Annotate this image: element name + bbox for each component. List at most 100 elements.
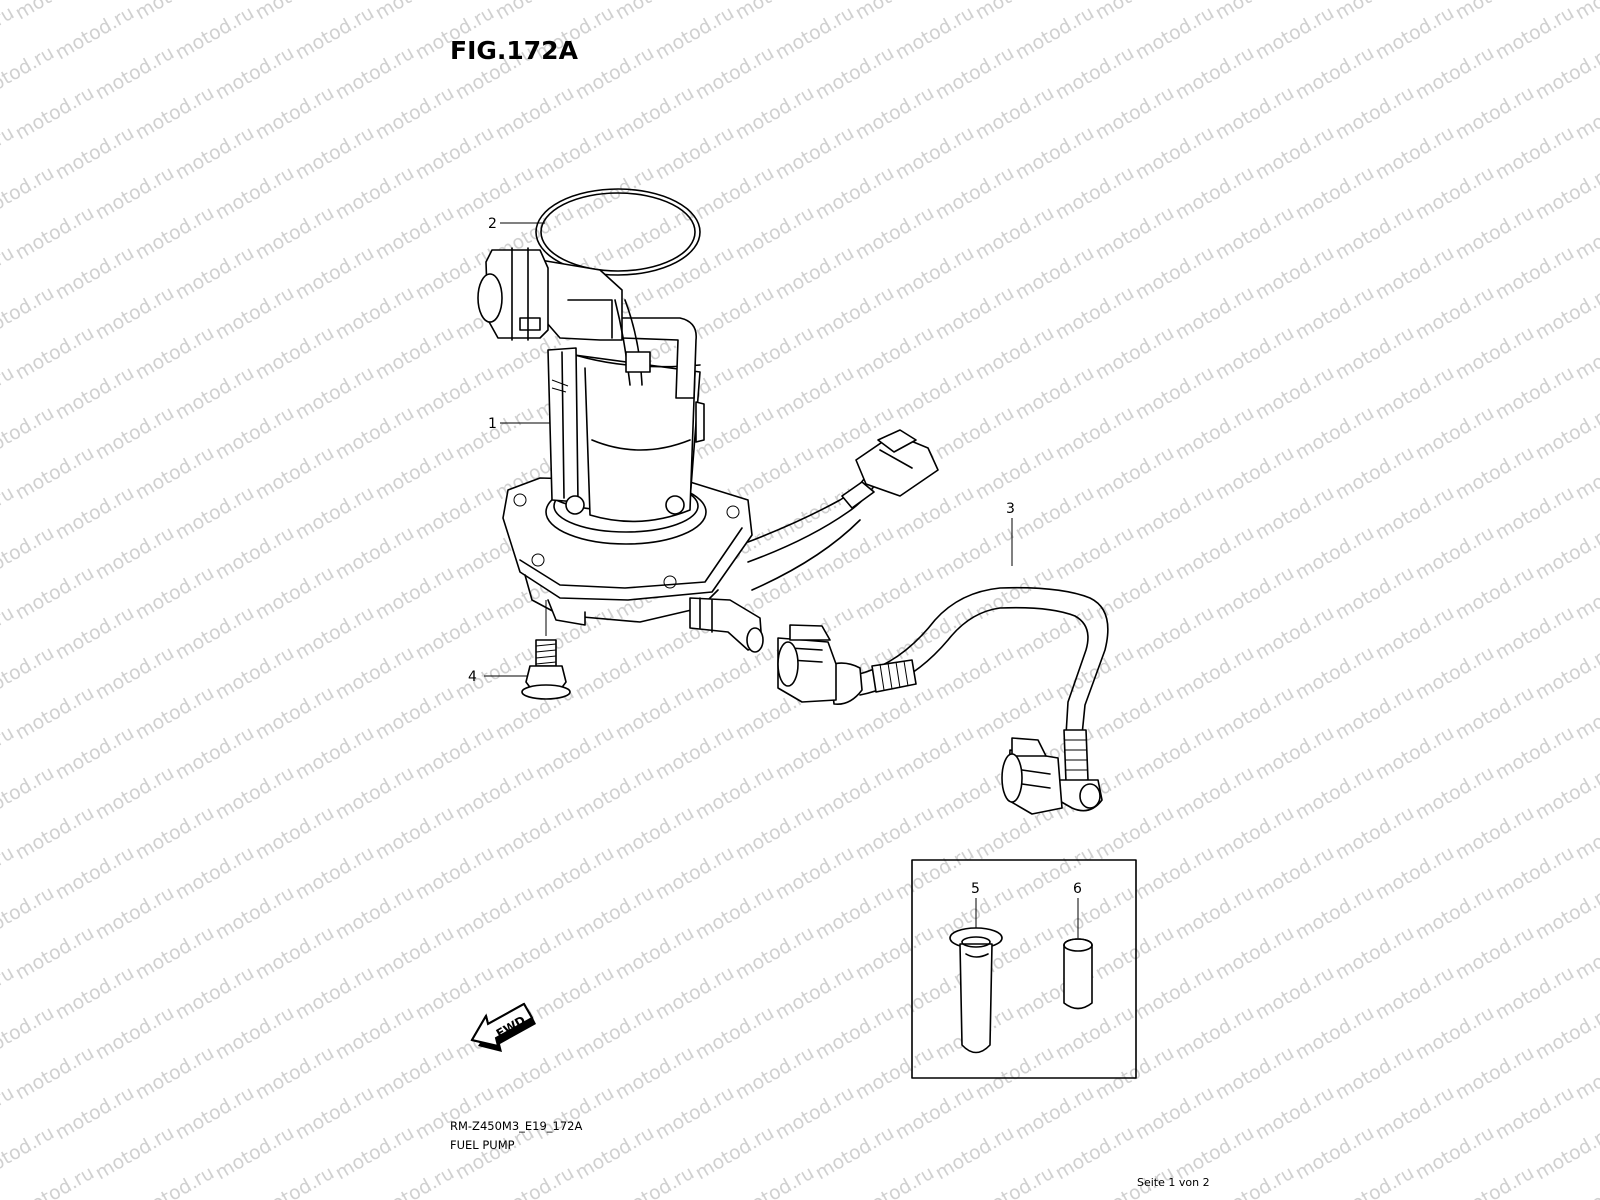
watermark-text: motod.ru bbox=[532, 122, 618, 185]
watermark-text: motod.ru bbox=[692, 882, 778, 945]
watermark-text: motod.ru bbox=[1012, 122, 1098, 185]
diagram-code: RM-Z450M3_E19_172A bbox=[450, 1119, 583, 1133]
watermark-text: motod.ru bbox=[132, 1042, 218, 1105]
watermark-text: motod.ru bbox=[92, 162, 178, 225]
part-4-bolt[interactable] bbox=[521, 639, 571, 700]
watermark-text: motod.ru bbox=[1132, 1082, 1218, 1145]
watermark-text: motod.ru bbox=[1212, 922, 1298, 985]
watermark-text: motod.ru bbox=[1252, 1082, 1338, 1145]
watermark-text: motod.ru bbox=[212, 402, 298, 465]
watermark-text: motod.ru bbox=[332, 162, 418, 225]
watermark-text: motod.ru bbox=[1212, 0, 1298, 24]
watermark-text: motod.ru bbox=[1092, 922, 1178, 985]
watermark-text: motod.ru bbox=[412, 1082, 498, 1145]
watermark-text: motod.ru bbox=[212, 522, 298, 585]
watermark-text: motod.ru bbox=[1572, 322, 1600, 385]
watermark-text: motod.ru bbox=[972, 1042, 1058, 1105]
watermark-text: motod.ru bbox=[52, 482, 138, 545]
watermark-text: motod.ru bbox=[252, 802, 338, 865]
watermark-text: motod.ru bbox=[452, 162, 538, 225]
watermark-text: motod.ru bbox=[1252, 602, 1338, 665]
watermark-text: motod.ru bbox=[1132, 482, 1218, 545]
watermark-text: motod.ru bbox=[612, 202, 698, 265]
watermark-text: motod.ru bbox=[1572, 82, 1600, 145]
watermark-text: motod.ru bbox=[772, 2, 858, 65]
watermark-text: motod.ru bbox=[1092, 562, 1178, 625]
part-6-plug[interactable] bbox=[1063, 938, 1093, 1010]
watermark-text: motod.ru bbox=[132, 802, 218, 865]
watermark-text: motod.ru bbox=[12, 442, 98, 505]
watermark-text: motod.ru bbox=[732, 442, 818, 505]
part-2-o-ring[interactable] bbox=[535, 188, 701, 276]
watermark-text: motod.ru bbox=[172, 722, 258, 785]
watermark-text: motod.ru bbox=[0, 42, 58, 105]
watermark-text: motod.ru bbox=[532, 962, 618, 1025]
watermark-text: motod.ru bbox=[932, 402, 1018, 465]
watermark-text: motod.ru bbox=[132, 562, 218, 625]
watermark-text: motod.ru bbox=[1052, 522, 1138, 585]
watermark-text: motod.ru bbox=[1132, 842, 1218, 905]
watermark-text: motod.ru bbox=[332, 42, 418, 105]
part-5-collar[interactable] bbox=[949, 927, 1003, 1054]
watermark-text: motod.ru bbox=[1532, 882, 1600, 945]
watermark-text: motod.ru bbox=[852, 1162, 938, 1200]
watermark-text: motod.ru bbox=[52, 602, 138, 665]
watermark-text: motod.ru bbox=[1532, 522, 1600, 585]
watermark-text: motod.ru bbox=[132, 442, 218, 505]
watermark-text: motod.ru bbox=[212, 882, 298, 945]
watermark-text: motod.ru bbox=[852, 82, 938, 145]
watermark-text: motod.ru bbox=[1372, 362, 1458, 425]
watermark-text: motod.ru bbox=[1492, 962, 1578, 1025]
watermark-text: motod.ru bbox=[852, 202, 938, 265]
watermark-text: motod.ru bbox=[692, 762, 778, 825]
part-3-fuel-hose[interactable] bbox=[777, 586, 1109, 815]
watermark-text: motod.ru bbox=[1172, 642, 1258, 705]
watermark-text: motod.ru bbox=[1572, 922, 1600, 985]
watermark-text: motod.ru bbox=[1412, 162, 1498, 225]
watermark-text: motod.ru bbox=[92, 522, 178, 585]
part-1-fuel-pump-assembly[interactable] bbox=[477, 247, 939, 653]
watermark-text: motod.ru bbox=[1452, 82, 1538, 145]
watermark-text: motod.ru bbox=[252, 442, 338, 505]
watermark-text: motod.ru bbox=[452, 882, 538, 945]
watermark-text: motod.ru bbox=[892, 1082, 978, 1145]
watermark-text: motod.ru bbox=[52, 842, 138, 905]
watermark-text: motod.ru bbox=[292, 2, 378, 65]
watermark-text: motod.ru bbox=[0, 1122, 58, 1185]
watermark-text: motod.ru bbox=[812, 42, 898, 105]
watermark-text: motod.ru bbox=[372, 442, 458, 505]
watermark-text: motod.ru bbox=[252, 82, 338, 145]
watermark-text: motod.ru bbox=[1132, 962, 1218, 1025]
watermark-text: motod.ru bbox=[692, 282, 778, 345]
watermark-text: motod.ru bbox=[812, 762, 898, 825]
watermark-text: motod.ru bbox=[1412, 642, 1498, 705]
watermark-text: motod.ru bbox=[1532, 162, 1600, 225]
watermark-text: motod.ru bbox=[892, 722, 978, 785]
watermark-text: motod.ru bbox=[412, 362, 498, 425]
watermark-text: motod.ru bbox=[1492, 722, 1578, 785]
watermark-text: motod.ru bbox=[0, 1002, 58, 1065]
watermark-text: motod.ru bbox=[1092, 322, 1178, 385]
watermark-text: motod.ru bbox=[172, 362, 258, 425]
watermark-text: motod.ru bbox=[732, 322, 818, 385]
watermark-text: motod.ru bbox=[12, 0, 98, 24]
watermark-text: motod.ru bbox=[92, 282, 178, 345]
watermark-text: motod.ru bbox=[1372, 842, 1458, 905]
watermark-text: motod.ru bbox=[1172, 402, 1258, 465]
watermark-text: motod.ru bbox=[1252, 242, 1338, 305]
watermark-text: motod.ru bbox=[892, 842, 978, 905]
watermark-text: motod.ru bbox=[132, 682, 218, 745]
callout-2: 2 bbox=[488, 216, 497, 232]
watermark-text: motod.ru bbox=[612, 682, 698, 745]
watermark-text: motod.ru bbox=[652, 122, 738, 185]
watermark-text: motod.ru bbox=[1172, 282, 1258, 345]
watermark-text: motod.ru bbox=[572, 882, 658, 945]
watermark-text: motod.ru bbox=[332, 522, 418, 585]
watermark-text: motod.ru bbox=[892, 242, 978, 305]
watermark-text: motod.ru bbox=[1332, 322, 1418, 385]
watermark-text: motod.ru bbox=[1092, 682, 1178, 745]
watermark-text: motod.ru bbox=[1412, 402, 1498, 465]
watermark-text: motod.ru bbox=[1052, 402, 1138, 465]
watermark-text: motod.ru bbox=[1372, 962, 1458, 1025]
watermark-text: motod.ru bbox=[1252, 2, 1338, 65]
